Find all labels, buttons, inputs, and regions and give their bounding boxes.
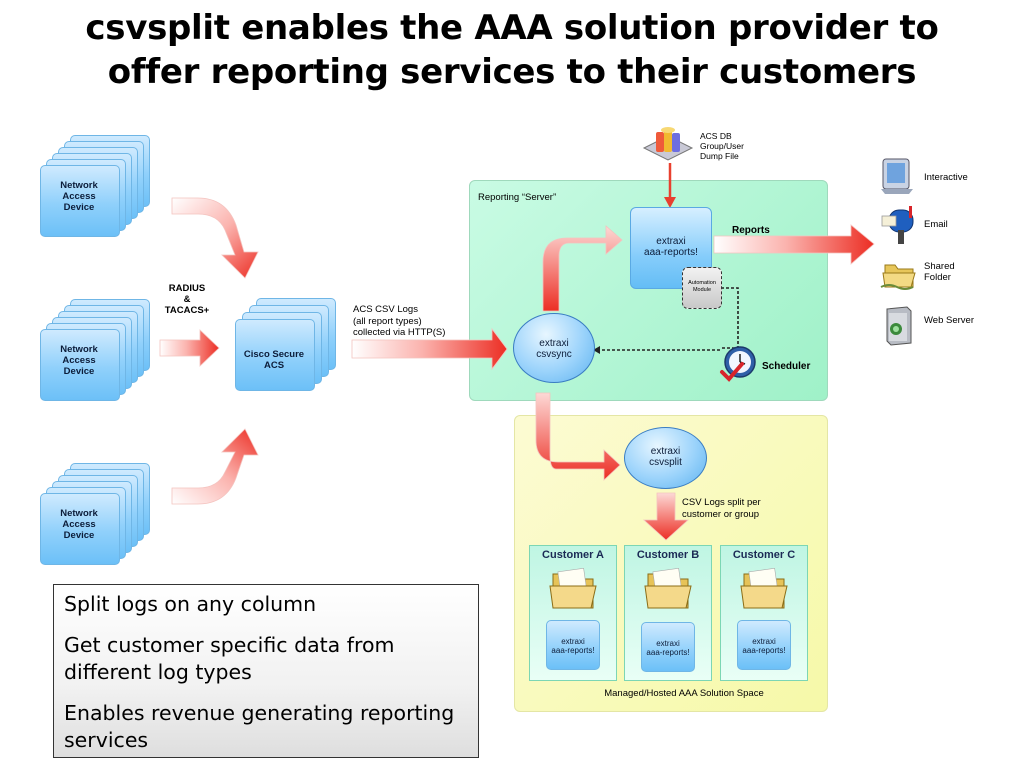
acs-db-arrowhead [664, 197, 676, 208]
email-label: Email [924, 219, 948, 230]
acs-to-csvsync-arrow [351, 327, 508, 371]
summary-point: Split logs on any column [64, 592, 317, 616]
reports-output-arrow [713, 224, 875, 265]
reporting-server-label: Reporting “Server” [478, 192, 557, 203]
page-title: csvsplit enables the AAA solution provid… [0, 6, 1024, 94]
monitor-icon [881, 158, 913, 194]
summary-textbox: Split logs on any column Get customer sp… [53, 584, 479, 758]
managed-space-label: Managed/Hosted AAA Solution Space [604, 688, 764, 699]
shared-folder-icon [880, 264, 916, 290]
summary-point: Get customer specific data from differen… [64, 633, 395, 684]
database-dump-icon [642, 127, 694, 161]
nad1-to-acs-arrow [171, 197, 259, 279]
customer-name: Customer A [542, 549, 604, 561]
title-line-1: csvsplit enables the AAA solution provid… [85, 8, 939, 48]
web-server-icon [886, 306, 912, 346]
csv-logs-label: ACS CSV Logs(all report types)collected … [353, 304, 446, 338]
web-server-label: Web Server [924, 315, 974, 326]
csvsync-to-csvsplit-arrow [535, 392, 621, 481]
folder-icon [740, 568, 788, 609]
csvsync-to-aaa-reports-arrow [542, 225, 623, 312]
title-line-2: offer reporting services to their custom… [107, 52, 917, 92]
mailbox-icon [881, 206, 914, 244]
radius-tacacs-label: RADIUS&TACACS+ [164, 283, 210, 316]
nad3-to-acs-arrow [171, 428, 259, 505]
scheduler-to-automation-dash [722, 287, 739, 349]
reports-label: Reports [732, 225, 770, 236]
folder-icon [644, 568, 692, 609]
customer-name: Customer B [636, 549, 700, 561]
customer-name: Customer C [732, 549, 796, 561]
scheduler-icon [720, 346, 756, 382]
nad2-to-acs-arrow [159, 329, 220, 367]
scheduler-label: Scheduler [762, 361, 811, 372]
summary-point: Enables revenue generating reporting ser… [64, 701, 455, 752]
csvsplit-to-customers-arrow [642, 492, 690, 541]
folder-icon [549, 568, 597, 609]
interactive-label: Interactive [924, 172, 968, 183]
